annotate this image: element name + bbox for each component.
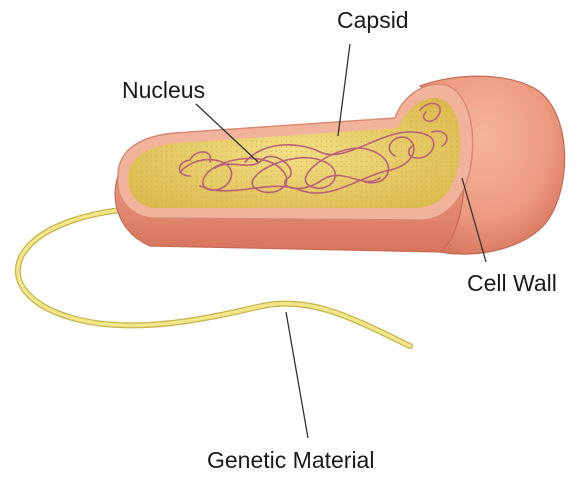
capsid-label: Capsid <box>337 9 409 32</box>
genetic-material-label: Genetic Material <box>207 449 374 472</box>
leader-genetic <box>286 312 308 438</box>
nucleus-label: Nucleus <box>122 79 205 102</box>
cell-wall-label: Cell Wall <box>467 272 557 295</box>
cytoplasm <box>128 98 460 208</box>
